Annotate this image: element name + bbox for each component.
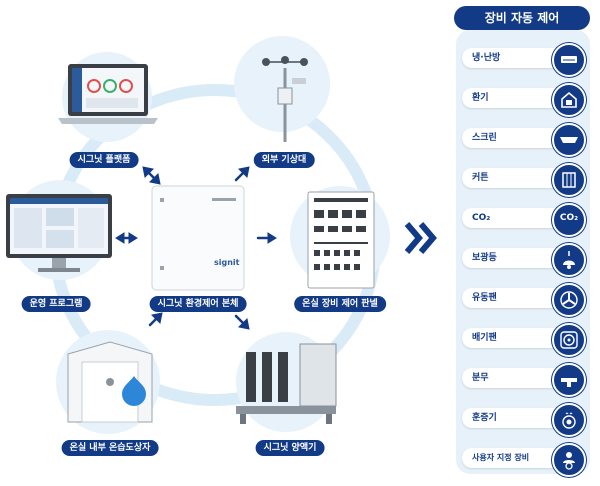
exhaust-fan-icon <box>552 323 586 357</box>
item-ventilation[interactable]: 환기 <box>462 82 586 117</box>
label-nutrient: 시그닛 양액기 <box>255 440 325 456</box>
item-label: 분무 <box>472 373 489 383</box>
label-weather: 외부 기상대 <box>253 152 315 168</box>
item-label: 커튼 <box>472 173 489 183</box>
item-fumigator[interactable]: 훈증기 <box>462 402 586 437</box>
item-label: 배기팬 <box>472 333 497 343</box>
item-label: CO₂ <box>472 213 491 223</box>
auto-control-panel: 장비 자동 제어 냉·난방 환기 스크린 커튼 CO₂ CO₂ 보광등 유동팬 … <box>452 6 592 478</box>
item-screen[interactable]: 스크린 <box>462 122 586 157</box>
item-circulation-fan[interactable]: 유동팬 <box>462 282 586 317</box>
screen-icon <box>552 123 586 157</box>
sprayer-icon <box>552 363 586 397</box>
item-label: 보광등 <box>472 253 497 263</box>
item-custom-device[interactable]: 사용자 지정 장비 <box>462 442 586 477</box>
lamp-icon <box>552 243 586 277</box>
brand-logo: signit <box>214 258 240 267</box>
item-label: 유동팬 <box>472 293 497 303</box>
item-label: 스크린 <box>472 133 497 143</box>
co2-icon-text: CO₂ <box>559 213 579 223</box>
control-panel-icon <box>307 191 375 289</box>
item-label: 훈증기 <box>472 413 497 423</box>
air-conditioner-icon <box>552 43 586 77</box>
custom-device-icon <box>552 443 586 477</box>
laptop-icon <box>58 64 158 124</box>
item-exhaust-fan[interactable]: 배기팬 <box>462 322 586 357</box>
item-sprayer[interactable]: 분무 <box>462 362 586 397</box>
item-label: 환기 <box>472 93 489 103</box>
nutrient-machine-icon <box>236 343 337 424</box>
ventilation-icon <box>552 83 586 117</box>
item-lamp[interactable]: 보광등 <box>462 242 586 277</box>
double-chevron-icon <box>404 222 437 254</box>
weather-station-icon <box>262 56 308 142</box>
label-platform: 시그닛 플랫폼 <box>69 152 139 168</box>
item-label: 사용자 지정 장비 <box>472 453 530 462</box>
controller-box-icon <box>151 185 245 291</box>
item-air-conditioner[interactable]: 냉·난방 <box>462 42 586 77</box>
fumigator-icon <box>552 403 586 437</box>
panel-title: 장비 자동 제어 <box>454 6 590 30</box>
label-sensor: 온실 내부 온습도상자 <box>61 440 159 456</box>
item-curtain[interactable]: 커튼 <box>462 162 586 197</box>
item-co2[interactable]: CO₂ CO₂ <box>462 202 586 237</box>
label-program: 운영 프로그램 <box>21 296 91 312</box>
circulation-fan-icon <box>552 283 586 317</box>
weather-bg <box>234 36 330 132</box>
label-main: 시그닛 환경제어 본체 <box>149 296 247 312</box>
sensor-box-icon <box>67 341 153 423</box>
monitor-icon <box>6 194 112 272</box>
item-label: 냉·난방 <box>472 53 501 63</box>
curtain-icon <box>552 163 586 197</box>
co2-icon: CO₂ <box>552 203 586 237</box>
label-control-panel: 온실 장비 제어 판넬 <box>294 296 386 312</box>
